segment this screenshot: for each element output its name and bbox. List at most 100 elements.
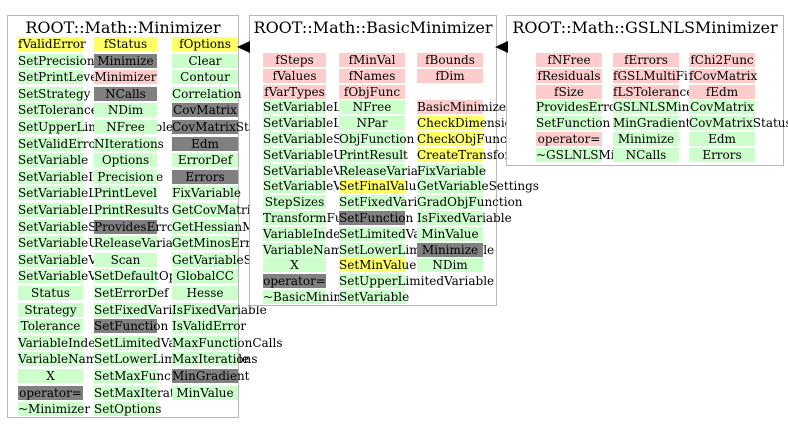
member-setvariablelimits[interactable]: SetVariableLimits: [18, 186, 127, 200]
member-setvariablevalues[interactable]: SetVariableValues: [263, 179, 373, 193]
member-printresult[interactable]: PrintResult: [339, 148, 408, 162]
member-provideserror[interactable]: ProvidesError: [94, 220, 180, 234]
member-minimize[interactable]: Minimize: [94, 54, 157, 68]
member-ncalls[interactable]: NCalls: [613, 148, 679, 162]
member-covmatrixstatus[interactable]: CovMatrixStatus: [172, 120, 275, 134]
member-setvariablestepsize[interactable]: SetVariableStepSize: [263, 132, 387, 146]
member-getvariablesettings[interactable]: GetVariableSettings: [172, 253, 294, 267]
member-ferrors[interactable]: fErrors: [613, 53, 679, 67]
member-x[interactable]: X: [18, 369, 83, 383]
member-setvariableupperlimit[interactable]: SetVariableUpperLimit: [18, 236, 159, 250]
member-gethessianmatrix[interactable]: GetHessianMatrix: [172, 220, 283, 234]
member-variablename[interactable]: VariableName: [263, 243, 350, 257]
member-setmaxfunctioncalls[interactable]: SetMaxFunctionCalls: [94, 369, 225, 383]
member-mingradient[interactable]: MinGradient: [172, 369, 250, 383]
member-variableindex[interactable]: VariableIndex: [263, 227, 348, 241]
member-getminoserror[interactable]: GetMinosError: [172, 236, 264, 250]
member-errors[interactable]: Errors: [689, 148, 755, 162]
member-fnames[interactable]: fNames: [339, 69, 405, 83]
member-releasevariable[interactable]: ReleaseVariable: [94, 236, 192, 250]
member-printlevel[interactable]: PrintLevel: [94, 186, 157, 200]
member-precision[interactable]: Precision: [94, 170, 157, 184]
member-getvariablesettings[interactable]: GetVariableSettings: [417, 179, 539, 193]
member-operator[interactable]: operator=: [18, 386, 83, 400]
member-setupperlimitedvariable[interactable]: SetUpperLimitedVariable: [339, 274, 495, 288]
member-covmatrix[interactable]: CovMatrix: [689, 100, 755, 114]
member-hesse[interactable]: Hesse: [172, 286, 238, 300]
member-fresiduals[interactable]: fResiduals: [536, 69, 602, 83]
member-nfree[interactable]: NFree: [339, 100, 405, 114]
member-fsteps[interactable]: fSteps: [263, 53, 326, 67]
member-minimizer[interactable]: Minimizer: [94, 70, 157, 84]
member-printresults[interactable]: PrintResults: [94, 203, 170, 217]
member-operator[interactable]: operator=: [263, 274, 326, 288]
member-setvariablelowerlimit[interactable]: SetVariableLowerLimit: [263, 116, 404, 130]
member-getcovmatrix[interactable]: GetCovMatrix: [172, 203, 258, 217]
member-isvaliderror[interactable]: IsValidError: [172, 319, 247, 333]
member-setprintlevel[interactable]: SetPrintLevel: [18, 70, 102, 84]
member-checkdimension[interactable]: CheckDimension: [417, 116, 520, 130]
member-releasevariable[interactable]: ReleaseVariable: [339, 164, 437, 178]
member-correlation[interactable]: Correlation: [172, 87, 242, 101]
member-fedm[interactable]: fEdm: [689, 85, 755, 99]
member-fixvariable[interactable]: FixVariable: [417, 164, 486, 178]
member-globalcc[interactable]: GlobalCC: [172, 269, 238, 283]
member-edm[interactable]: Edm: [172, 137, 238, 151]
member-basicminimizer[interactable]: ~BasicMinimizer: [263, 290, 368, 304]
member-setlimitedvariable[interactable]: SetLimitedVariable: [339, 227, 456, 241]
member-fcovmatrix[interactable]: fCovMatrix: [689, 69, 758, 83]
member-maxfunctioncalls[interactable]: MaxFunctionCalls: [172, 336, 283, 350]
member-setfixedvariable[interactable]: SetFixedVariable: [94, 303, 198, 317]
member-gradobjfunction[interactable]: GradObjFunction: [417, 195, 523, 209]
member-contour[interactable]: Contour: [172, 70, 238, 84]
member-mingradient[interactable]: MinGradient: [613, 116, 691, 130]
member-isfixedvariable[interactable]: IsFixedVariable: [417, 211, 512, 225]
member-setvariableupperlimit[interactable]: SetVariableUpperLimit: [263, 148, 404, 162]
member-setvariablelimits[interactable]: SetVariableLimits: [263, 100, 372, 114]
member-setvariablevalues[interactable]: SetVariableValues: [18, 269, 128, 283]
member-setvariablestepsize[interactable]: SetVariableStepSize: [18, 220, 142, 234]
member-operator[interactable]: operator=: [536, 132, 602, 146]
member-setprecision[interactable]: SetPrecision: [18, 54, 95, 68]
member-checkobjfunction[interactable]: CheckObjFunction: [417, 132, 531, 146]
member-seterrordef[interactable]: SetErrorDef: [94, 286, 169, 300]
member-errordef[interactable]: ErrorDef: [172, 153, 238, 167]
member-fsize[interactable]: fSize: [536, 85, 602, 99]
member-setupperlimitedvariable[interactable]: SetUpperLimitedVariable: [18, 120, 173, 134]
member-setlimitedvariable[interactable]: SetLimitedVariable: [94, 336, 211, 350]
member-edm[interactable]: Edm: [689, 132, 755, 146]
member-provideserror[interactable]: ProvidesError: [536, 100, 622, 114]
member-setfunction[interactable]: SetFunction: [536, 116, 611, 130]
member-minvalue[interactable]: MinValue: [417, 227, 483, 241]
member-gslnlsminimizer[interactable]: ~GSLNLSMinimizer: [536, 148, 661, 162]
member-fchi2func[interactable]: fChi2Func: [689, 53, 755, 67]
member-setmaxiterations[interactable]: SetMaxIterations: [94, 386, 200, 400]
member-options[interactable]: Options: [94, 153, 157, 167]
member-basicminimizer[interactable]: BasicMinimizer: [417, 100, 512, 114]
member-minvalue[interactable]: MinValue: [172, 386, 238, 400]
member-strategy[interactable]: Strategy: [18, 303, 83, 317]
member-fvalues[interactable]: fValues: [263, 69, 326, 83]
member-flstolerance[interactable]: fLSTolerance: [613, 85, 694, 99]
member-fixvariable[interactable]: FixVariable: [172, 186, 241, 200]
member-fvaliderror[interactable]: fValidError: [18, 37, 86, 51]
member-ndim[interactable]: NDim: [94, 103, 157, 117]
member-fgslmultifit[interactable]: fGSLMultiFit: [613, 69, 693, 83]
member-setvariable[interactable]: SetVariable: [18, 153, 89, 167]
member-minimize[interactable]: Minimize: [613, 132, 679, 146]
member-niterations[interactable]: NIterations: [94, 137, 164, 151]
member-setvariablevalue[interactable]: SetVariableValue: [18, 253, 122, 267]
member-setlowerlimitedvariable[interactable]: SetLowerLimitedVariable: [339, 243, 494, 257]
member-maxiterations[interactable]: MaxIterations: [172, 352, 258, 366]
member-setvariablevalue[interactable]: SetVariableValue: [263, 164, 367, 178]
member-setlowerlimitedvariable[interactable]: SetLowerLimitedVariable: [94, 352, 249, 366]
member-clear[interactable]: Clear: [172, 54, 238, 68]
member-setfunction[interactable]: SetFunction: [339, 211, 414, 225]
member-setminvalue[interactable]: SetMinValue: [339, 258, 417, 272]
member-variableindex[interactable]: VariableIndex: [18, 336, 103, 350]
member-fstatus[interactable]: fStatus: [94, 37, 157, 51]
member-setoptions[interactable]: SetOptions: [94, 402, 162, 416]
member-objfunction[interactable]: ObjFunction: [339, 132, 415, 146]
member-setstrategy[interactable]: SetStrategy: [18, 87, 91, 101]
member-setvariable[interactable]: SetVariable: [339, 290, 410, 304]
